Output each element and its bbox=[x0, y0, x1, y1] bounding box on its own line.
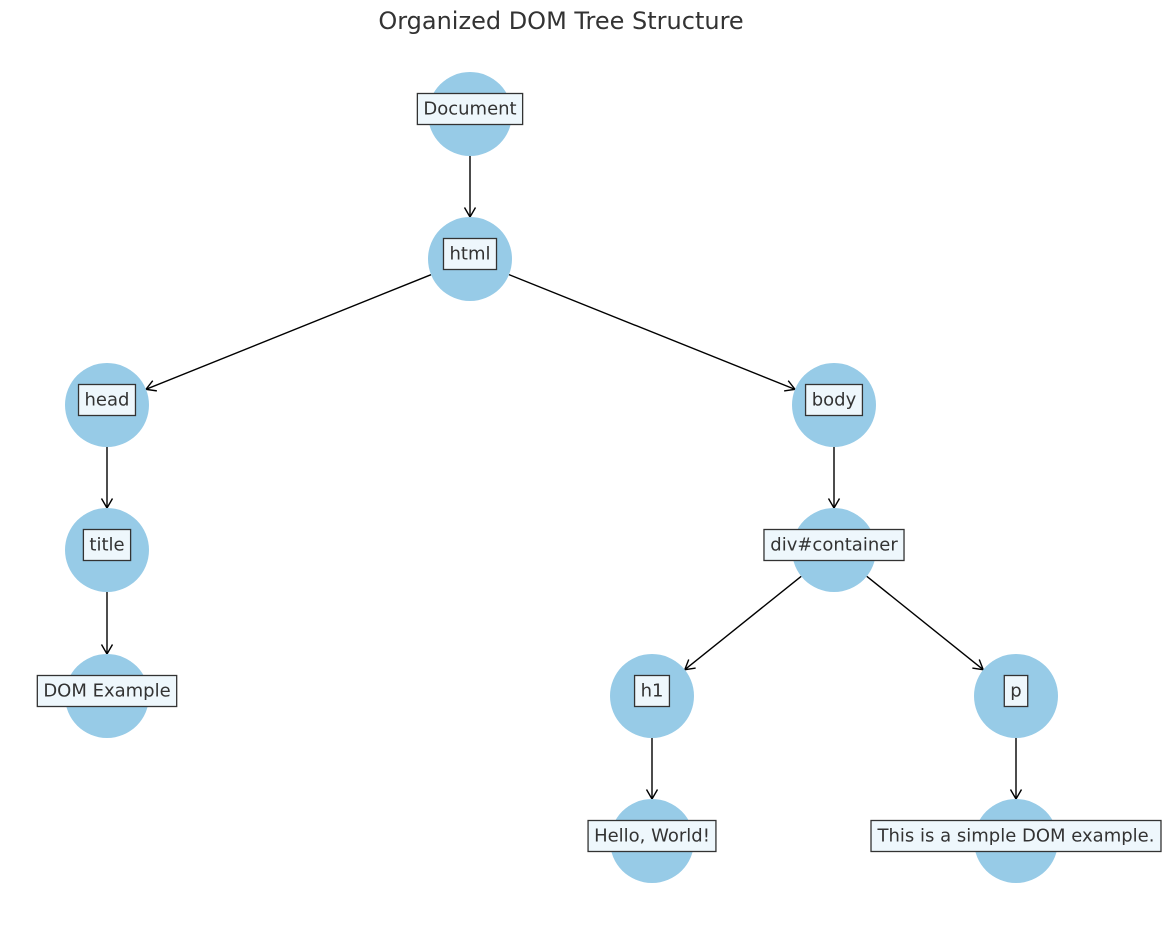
node-label-box bbox=[633, 674, 671, 708]
node-body: body bbox=[792, 363, 876, 447]
node-label-box bbox=[804, 383, 864, 417]
node-label: html bbox=[449, 244, 490, 265]
edge-line bbox=[684, 575, 802, 671]
node-label: title bbox=[89, 535, 124, 556]
node-label: head bbox=[85, 390, 130, 411]
node-title: title bbox=[65, 508, 149, 592]
edge-line bbox=[145, 274, 432, 390]
edge-body-to-div-container bbox=[827, 447, 841, 510]
node-label-box bbox=[77, 383, 137, 417]
edge-p-to-simple-dom bbox=[1009, 738, 1023, 801]
nodes-layer: Document html head body title div#containerDO… bbox=[36, 72, 1162, 883]
node-label: Document bbox=[423, 99, 516, 120]
edge-document-to-html bbox=[463, 156, 477, 219]
node-label: h1 bbox=[641, 681, 664, 702]
edge-head-to-title bbox=[100, 447, 114, 510]
node-hello-world: Hello, World! bbox=[587, 799, 717, 883]
arrowhead-icon bbox=[972, 659, 985, 671]
node-label-box bbox=[870, 819, 1162, 853]
node-label-box bbox=[416, 92, 524, 126]
edge-html-to-head bbox=[144, 274, 432, 392]
arrowhead-icon bbox=[784, 380, 797, 392]
node-document: Document bbox=[416, 72, 524, 156]
diagram-title: Organized DOM Tree Structure bbox=[378, 7, 743, 35]
edge-line bbox=[508, 273, 796, 391]
node-label: DOM Example bbox=[43, 681, 170, 702]
edge-html-to-body bbox=[508, 273, 797, 392]
node-label-box bbox=[763, 528, 905, 562]
node-html: html bbox=[428, 217, 512, 301]
node-h1: h1 bbox=[610, 654, 694, 738]
node-label: div#container bbox=[770, 535, 898, 556]
node-label: This is a simple DOM example. bbox=[877, 826, 1155, 847]
edge-h1-to-hello-world bbox=[645, 738, 659, 801]
node-label-box bbox=[82, 528, 132, 562]
node-simple-dom: This is a simple DOM example. bbox=[870, 799, 1162, 883]
node-p: p bbox=[974, 654, 1058, 738]
node-label: body bbox=[812, 390, 857, 411]
arrowhead-icon bbox=[144, 380, 157, 392]
node-label: p bbox=[1010, 681, 1021, 702]
edge-div-container-to-p bbox=[866, 575, 985, 671]
node-label-box bbox=[36, 674, 178, 708]
node-label: Hello, World! bbox=[594, 826, 710, 847]
edge-title-to-dom-example bbox=[100, 592, 114, 656]
node-head: head bbox=[65, 363, 149, 447]
arrowhead-icon bbox=[683, 659, 696, 671]
edges-layer bbox=[100, 156, 1023, 801]
node-div-container: div#container bbox=[763, 508, 905, 592]
node-label-box bbox=[442, 237, 498, 271]
edge-line bbox=[866, 575, 984, 671]
edge-div-container-to-h1 bbox=[683, 575, 802, 671]
node-dom-example: DOM Example bbox=[36, 654, 178, 738]
node-label-box bbox=[587, 819, 717, 853]
node-label-box bbox=[1003, 674, 1029, 708]
